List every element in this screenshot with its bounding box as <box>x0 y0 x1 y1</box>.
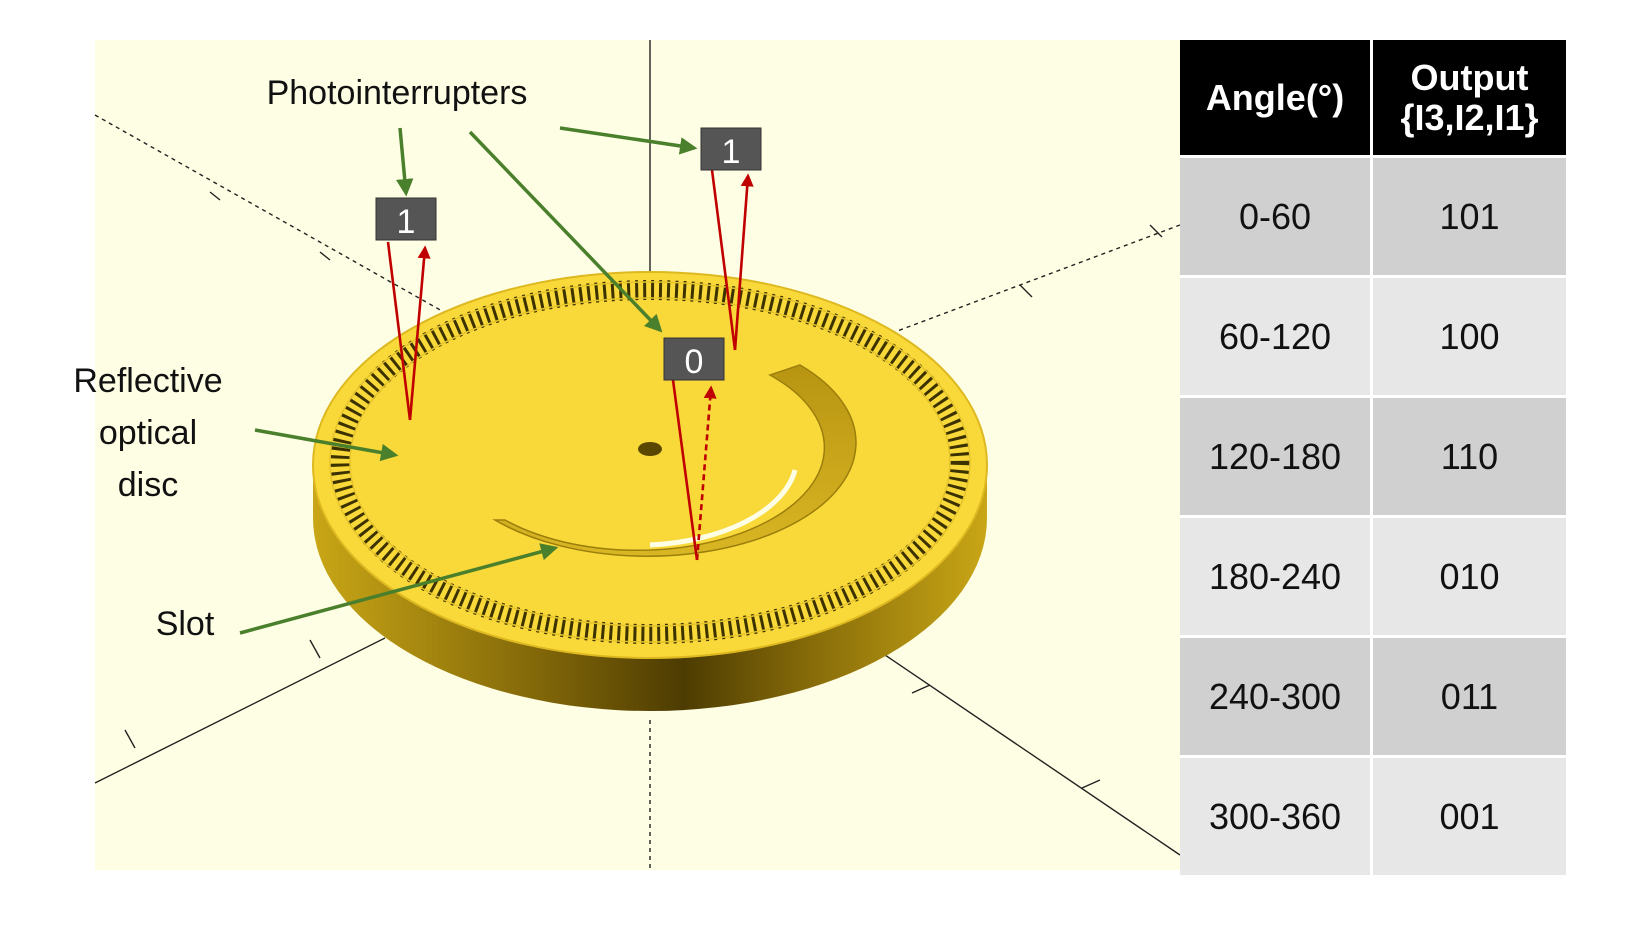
table-row: 0-60 101 <box>1180 155 1566 275</box>
table-row: 60-120 100 <box>1180 275 1566 395</box>
output-cell: 011 <box>1373 635 1566 755</box>
sensor-tag-left-value: 1 <box>397 203 416 241</box>
output-cell: 110 <box>1373 395 1566 515</box>
coordinate-axes <box>94 40 1181 870</box>
table-row: 180-240 010 <box>1180 515 1566 635</box>
angle-cell: 180-240 <box>1180 515 1373 635</box>
angle-cell: 240-300 <box>1180 635 1373 755</box>
angle-cell: 0-60 <box>1180 155 1373 275</box>
table-row: 240-300 011 <box>1180 635 1566 755</box>
reflective-disc-label-line2: optical <box>99 414 197 452</box>
reflective-disc-label-line1: Reflective <box>73 362 222 400</box>
table-header-row: Angle(°) Output {I3,I2,I1} <box>1180 40 1566 155</box>
output-cell: 101 <box>1373 155 1566 275</box>
angle-column-header: Angle(°) <box>1180 40 1373 155</box>
center-hole <box>638 442 662 456</box>
photointerrupters-label: Photointerrupters <box>267 74 528 112</box>
slot-label: Slot <box>156 605 215 643</box>
table-row: 300-360 001 <box>1180 755 1566 875</box>
sensor-tag-center: 0 <box>663 337 725 381</box>
output-cell: 100 <box>1373 275 1566 395</box>
angle-cell: 300-360 <box>1180 755 1373 875</box>
output-column-header: Output {I3,I2,I1} <box>1373 40 1566 155</box>
output-header-line1: Output <box>1410 56 1529 98</box>
reflective-disc-label-line3: disc <box>118 466 178 504</box>
disc-top-edge <box>312 271 988 659</box>
table-row: 120-180 110 <box>1180 395 1566 515</box>
angle-cell: 120-180 <box>1180 395 1373 515</box>
disc-slot <box>492 364 857 557</box>
code-track <box>330 280 970 644</box>
light-beams <box>386 169 754 561</box>
output-header-line2: {I3,I2,I1} <box>1400 96 1539 138</box>
reflective-optical-disc <box>312 271 988 711</box>
sensor-tag-right: 1 <box>700 127 762 171</box>
label-arrows <box>239 126 698 635</box>
angle-cell: 60-120 <box>1180 275 1373 395</box>
encoder-output-table: Angle(°) Output {I3,I2,I1} 0-60 101 60-1… <box>1180 40 1566 875</box>
output-cell: 001 <box>1373 755 1566 875</box>
output-cell: 010 <box>1373 515 1566 635</box>
sensor-tag-left: 1 <box>375 197 437 241</box>
disc-top-face <box>313 272 987 658</box>
sensor-tag-right-value: 1 <box>722 133 741 171</box>
sensor-tag-center-value: 0 <box>685 343 704 381</box>
